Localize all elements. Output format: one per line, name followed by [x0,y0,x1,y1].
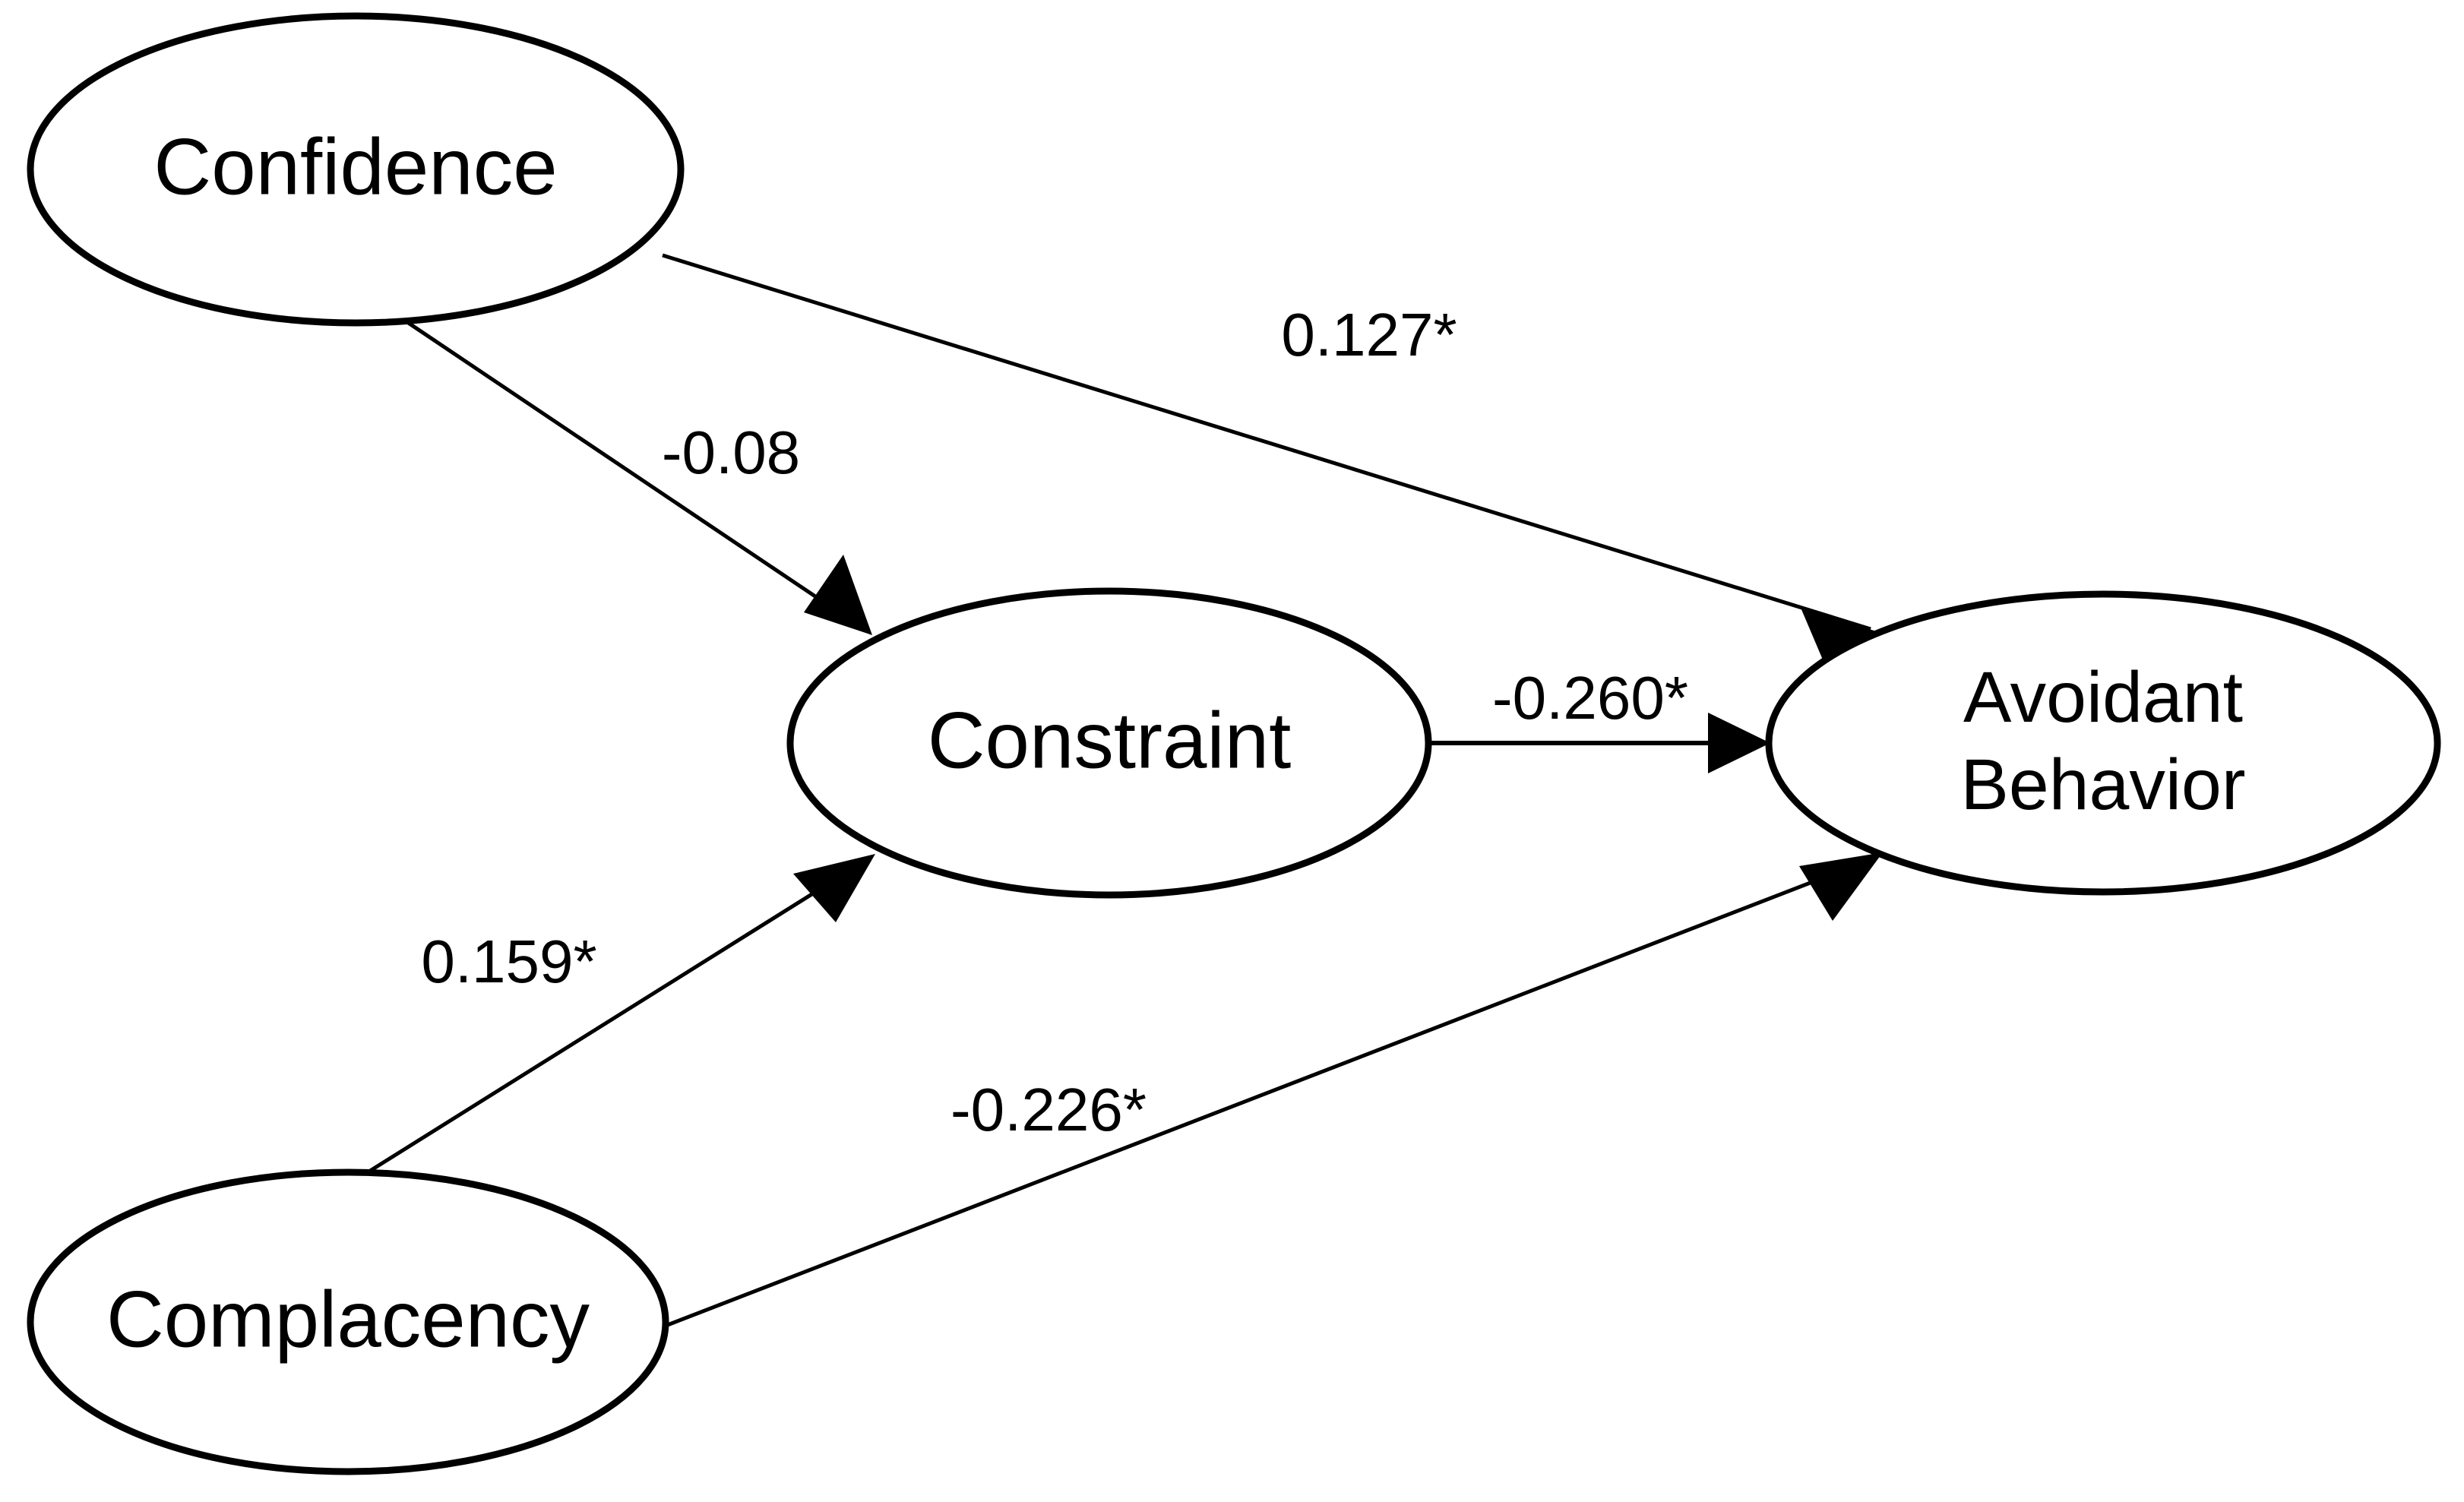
edge-label-constraint-to-avoidant: -0.260* [1492,664,1688,732]
node-complacency[interactable]: Complacency [27,1168,669,1475]
arrow-head-constraint-avoidant [1708,713,1770,773]
edge-label-complacency-to-constraint: 0.159* [421,928,596,995]
edge-confidence-to-constraint[interactable] [401,317,872,635]
edge-label-complacency-to-avoidant: -0.226* [950,1076,1147,1143]
node-constraint-label: Constraint [928,697,1292,786]
arrow-head-complacency-constraint [793,854,875,922]
node-confidence-label: Confidence [153,123,557,212]
edge-confidence-to-avoidant[interactable] [662,253,1881,669]
edge-line-confidence-constraint [401,317,863,630]
edge-line-confidence-avoidant [662,253,1871,631]
edge-complacency-to-avoidant[interactable] [665,852,1883,1328]
edge-constraint-to-avoidant[interactable] [1422,713,1770,773]
arrow-head-confidence-constraint [804,555,872,635]
edge-line-complacency-avoidant [665,858,1870,1328]
node-constraint-ellipse [786,587,1432,899]
node-confidence[interactable]: Confidence [27,12,685,327]
node-avoidant-behavior-label-line2: Behavior [1961,745,2246,825]
arrow-head-complacency-avoidant [1799,852,1883,921]
edge-line-complacency-constraint [360,861,863,1178]
edge-complacency-to-constraint[interactable] [360,854,875,1178]
node-complacency-ellipse [27,1168,669,1475]
node-avoidant-behavior-label-line1: Avoidant [1963,657,2243,738]
edge-label-confidence-to-constraint: -0.08 [662,419,800,486]
node-avoidant-behavior[interactable]: Avoidant Behavior [1765,590,2441,896]
arrow-head-confidence-avoidant [1801,608,1881,669]
node-confidence-ellipse [27,12,685,327]
edge-label-confidence-to-avoidant: 0.127* [1281,301,1457,368]
node-constraint[interactable]: Constraint [786,587,1432,899]
node-avoidant-behavior-ellipse [1765,590,2441,896]
node-complacency-label: Complacency [106,1276,590,1364]
